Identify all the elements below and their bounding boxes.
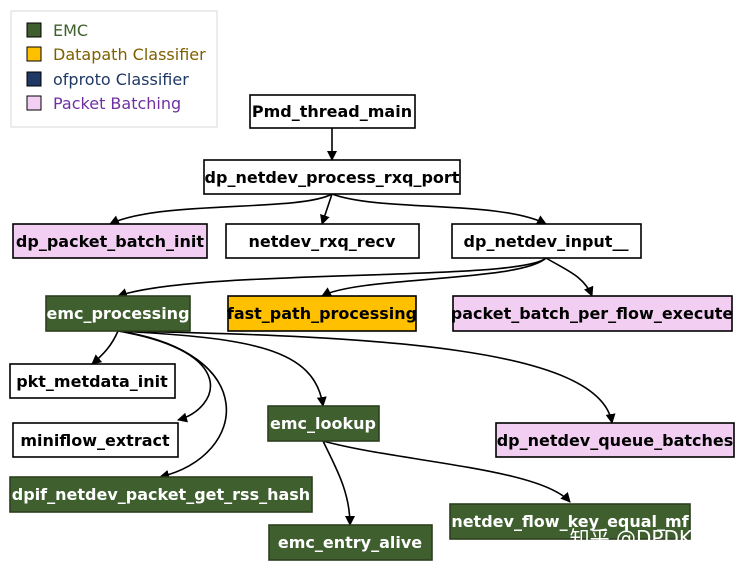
edge-netdev-input-to-batch-per-flow [545, 257, 594, 297]
nodes: Pmd_thread_main dp_netdev_process_rxq_po… [9, 94, 735, 561]
legend-swatch-ofproto-classifier [26, 71, 42, 87]
edge-emc-processing-to-pkt-metdata-init [91, 330, 119, 365]
node-label-packet-batch-per-flow-execute: packet_batch_per_flow_execute [451, 304, 734, 323]
legend-item-emc: EMC [26, 21, 88, 40]
node-box-dp-netdev-queue-batches [495, 422, 735, 458]
legend-item-ofproto-classifier: ofproto Classifier [26, 70, 189, 89]
node-box-emc-processing [45, 295, 191, 332]
edge-netdev-input-to-emc-processing [117, 257, 547, 298]
node-pmd-thread-main[interactable]: Pmd_thread_main [249, 94, 416, 129]
node-emc-lookup[interactable]: emc_lookup [267, 405, 380, 442]
node-dp-packet-batch-init[interactable]: dp_packet_batch_init [12, 223, 208, 259]
node-label-pmd-thread-main: Pmd_thread_main [252, 102, 412, 121]
legend-swatch-datapath-classifier [26, 46, 42, 62]
legend-label-emc: EMC [53, 21, 88, 40]
edge-process-rxq-port-to-rxq-recv [320, 193, 333, 225]
node-dp-netdev-queue-batches[interactable]: dp_netdev_queue_batches [495, 422, 735, 458]
node-label-dp-packet-batch-init: dp_packet_batch_init [16, 232, 204, 251]
node-box-netdev-rxq-recv [225, 223, 420, 259]
node-label-netdev-rxq-recv: netdev_rxq_recv [249, 232, 397, 251]
node-packet-batch-per-flow-execute[interactable]: packet_batch_per_flow_execute [451, 295, 734, 332]
node-dp-netdev-process-rxq-port[interactable]: dp_netdev_process_rxq_port [203, 159, 461, 195]
legend-swatch-packet-batching [26, 95, 42, 111]
node-emc-processing[interactable]: emc_processing [45, 295, 191, 332]
legend-item-datapath-classifier: Datapath Classifier [26, 45, 206, 64]
legend-item-packet-batching: Packet Batching [26, 94, 181, 113]
node-pkt-metdata-init[interactable]: pkt_metdata_init [9, 363, 176, 399]
edge-emc-lookup-to-entry-alive [322, 440, 355, 526]
legend: EMC Datapath Classifier ofproto Classifi… [10, 10, 218, 128]
node-dpif-netdev-packet-get-rss-hash[interactable]: dpif_netdev_packet_get_rss_hash [9, 476, 313, 513]
node-label-dpif-netdev-packet-get-rss-hash: dpif_netdev_packet_get_rss_hash [12, 485, 310, 504]
node-box-miniflow-extract [12, 422, 179, 458]
node-emc-entry-alive[interactable]: emc_entry_alive [268, 524, 433, 561]
edge-process-rxq-port-to-netdev-input [331, 193, 547, 225]
legend-label-datapath-classifier: Datapath Classifier [53, 45, 206, 64]
node-label-fast-path-processing: fast_path_processing [227, 304, 417, 323]
node-label-emc-processing: emc_processing [46, 304, 189, 323]
node-box-dp-netdev-process-rxq-port [203, 159, 461, 195]
node-label-dp-netdev-process-rxq-port: dp_netdev_process_rxq_port [205, 168, 460, 187]
edge-emc-processing-to-rss-hash [117, 330, 228, 480]
node-fast-path-processing[interactable]: fast_path_processing [227, 295, 417, 332]
node-label-emc-entry-alive: emc_entry_alive [278, 533, 422, 552]
watermark-text: 知乎 @DPDK原理 [570, 526, 732, 550]
edge-emc-processing-to-emc-lookup [117, 330, 327, 407]
node-label-pkt-metdata-init: pkt_metdata_init [16, 372, 168, 391]
node-label-dp-netdev-input: dp_netdev_input__ [464, 232, 629, 251]
node-box-fast-path-processing [227, 295, 417, 332]
node-netdev-flow-key-equal-mf[interactable]: netdev_flow_key_equal_mf [449, 503, 691, 540]
node-box-packet-batch-per-flow-execute [452, 295, 733, 332]
edge-netdev-input-to-fast-path [321, 257, 547, 297]
node-box-emc-lookup [267, 405, 380, 442]
node-box-emc-entry-alive [268, 524, 433, 561]
node-dp-netdev-input[interactable]: dp_netdev_input__ [451, 223, 642, 259]
legend-frame [10, 10, 218, 128]
legend-swatch-emc [26, 22, 42, 38]
node-box-dp-netdev-input [451, 223, 642, 259]
legend-label-ofproto-classifier: ofproto Classifier [53, 70, 189, 89]
node-box-pmd-thread-main [249, 94, 416, 129]
node-label-emc-lookup: emc_lookup [270, 414, 376, 433]
node-box-dpif-netdev-packet-get-rss-hash [9, 476, 313, 513]
edge-process-rxq-port-to-batch-init [109, 193, 333, 225]
edge-emc-processing-to-queue-batches [117, 330, 616, 424]
node-box-pkt-metdata-init [9, 363, 176, 399]
node-label-netdev-flow-key-equal-mf: netdev_flow_key_equal_mf [451, 512, 689, 531]
node-label-miniflow-extract: miniflow_extract [20, 431, 170, 450]
node-box-dp-packet-batch-init [12, 223, 208, 259]
edge-emc-lookup-to-flow-key-equal [322, 440, 571, 503]
node-label-dp-netdev-queue-batches: dp_netdev_queue_batches [497, 431, 734, 450]
node-box-netdev-flow-key-equal-mf [449, 503, 691, 540]
node-netdev-rxq-recv[interactable]: netdev_rxq_recv [225, 223, 420, 259]
legend-label-packet-batching: Packet Batching [53, 94, 181, 113]
node-miniflow-extract[interactable]: miniflow_extract [12, 422, 179, 458]
edges [91, 128, 616, 526]
